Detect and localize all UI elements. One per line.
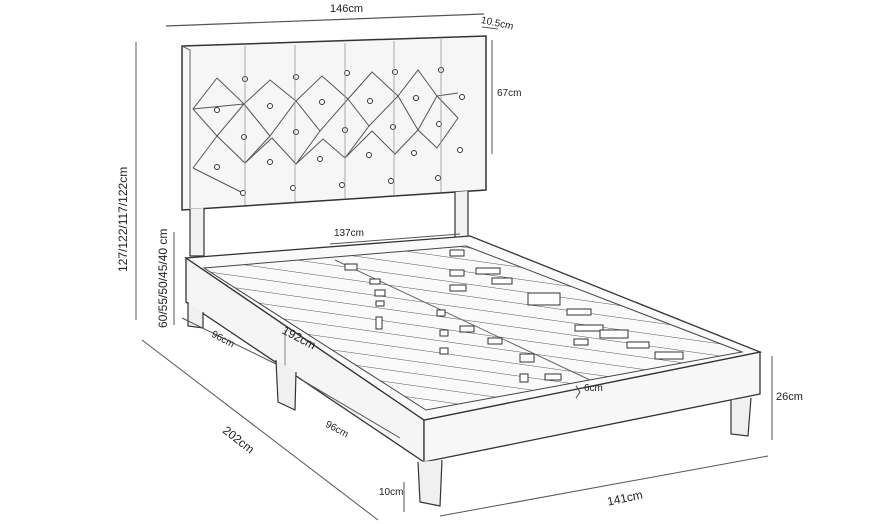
dim-line-headboard-width <box>165 13 485 27</box>
label-headboard-panel-height: 67cm <box>497 88 522 99</box>
leg-front-right <box>730 397 752 437</box>
headboard <box>181 35 487 211</box>
label-inner-width: 137cm <box>334 228 365 239</box>
label-frame-height: 26cm <box>776 391 803 403</box>
label-headboard-width: 146cm <box>330 3 364 15</box>
headboard-post-left <box>189 208 205 257</box>
leg-middle <box>275 359 297 411</box>
headboard-post-right <box>454 191 469 241</box>
label-leg-height: 10cm <box>379 487 404 498</box>
leg-front-left <box>417 459 443 507</box>
bed-frame <box>184 235 763 507</box>
leg-back-left <box>187 302 204 329</box>
label-total-height: 127/122/117/122cm <box>116 166 130 272</box>
label-adjustable-height: 60/55/50/45/40 cm <box>156 228 170 328</box>
label-slat-gap: 6cm <box>584 383 603 394</box>
